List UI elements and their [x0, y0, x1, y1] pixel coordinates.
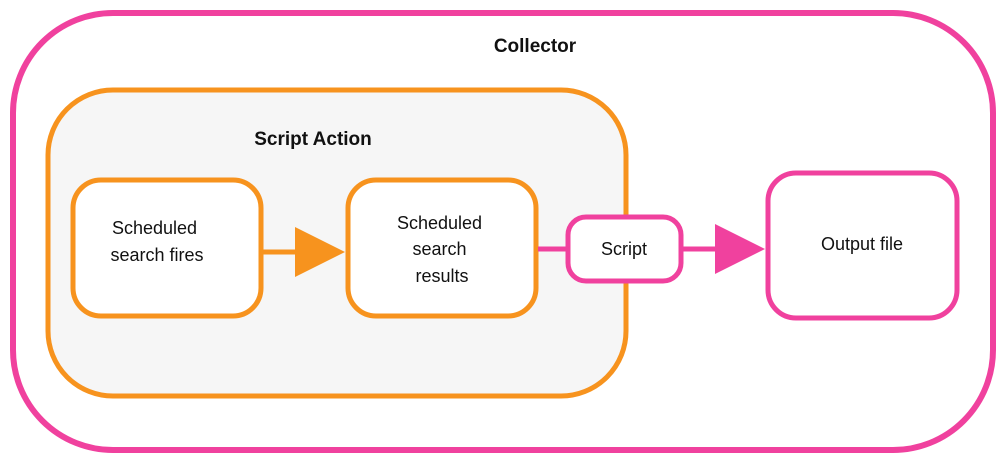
node-script	[565, 214, 684, 284]
collector-title: Collector	[494, 36, 577, 57]
node-scheduled-search-fires-label: Scheduled search fires	[110, 218, 203, 265]
script-action-title: Script Action	[254, 129, 372, 150]
node-scheduled-search-fires	[70, 177, 264, 319]
node-output-file-label: Output file	[821, 234, 903, 254]
node-script-label: Script	[601, 239, 647, 259]
node-scheduled-search-results-label: Scheduled search results	[397, 213, 487, 286]
node-scheduled-search-results	[345, 177, 539, 319]
node-output-file	[765, 170, 960, 321]
